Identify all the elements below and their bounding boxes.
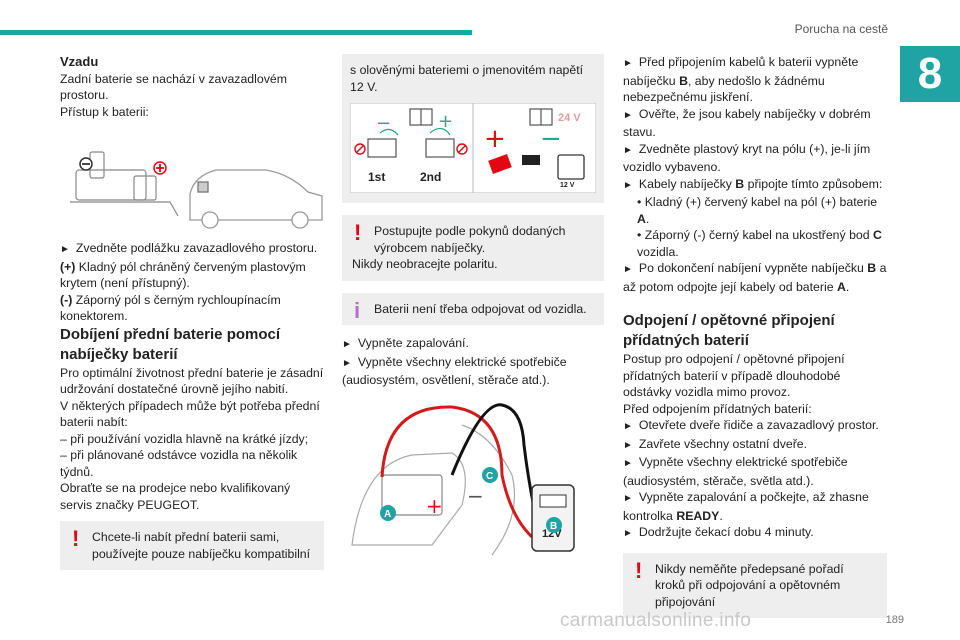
warning-icon: ! bbox=[72, 526, 80, 551]
text-aux-procedure: Postup pro odpojení / opětovné připojení… bbox=[623, 352, 845, 399]
svg-text:C: C bbox=[486, 471, 493, 482]
step-ignition-off: ►Vypněte zapalování. bbox=[342, 336, 469, 350]
no-symbol-icon bbox=[354, 143, 468, 155]
manual-book-icon bbox=[409, 108, 553, 126]
charger-figure-box: s olověnými bateriemi o jmenovitém napět… bbox=[342, 54, 604, 203]
step-switch-off-charger: ►Před připojením kabelů k baterii vypnět… bbox=[623, 55, 859, 104]
marker-a: A bbox=[380, 504, 396, 521]
page-number: 189 bbox=[885, 614, 904, 626]
label-2nd: 2nd bbox=[420, 170, 441, 184]
text-rear-location: Zadní baterie se nachází v zavazadlovém … bbox=[60, 71, 287, 103]
minus-terminal-icon bbox=[79, 157, 93, 171]
minus-green-large-icon: − bbox=[540, 124, 562, 154]
svg-text:B: B bbox=[550, 521, 557, 532]
rear-battery-illustration bbox=[70, 151, 323, 229]
plus-green-icon: + bbox=[438, 111, 453, 132]
engine-bay-charging-illustration: + − 12V A C B bbox=[351, 402, 575, 555]
plus-red-icon: + bbox=[484, 124, 506, 154]
step-close-doors: ►Zavřete všechny ostatní dveře. bbox=[623, 436, 808, 451]
plus-terminal-icon: + bbox=[426, 494, 443, 518]
warning-text-polarity: Nikdy neobracejte polaritu. bbox=[352, 257, 498, 271]
text-12v-lead: s olověnými bateriemi o jmenovitém napět… bbox=[350, 63, 584, 94]
plus-terminal-icon bbox=[153, 161, 167, 175]
text-dealer: Obraťte se na prodejce nebo kvalifikovan… bbox=[60, 481, 291, 512]
battery-sequence-icon bbox=[367, 127, 455, 158]
svg-text:A: A bbox=[384, 509, 391, 520]
warning-icon: ! bbox=[354, 220, 362, 245]
column-2: s olověnými bateriemi o jmenovitém napět… bbox=[342, 54, 604, 565]
info-icon: i bbox=[354, 297, 361, 323]
label-1st: 1st bbox=[368, 170, 385, 184]
text-plus-terminal: (+) Kladný pól chráněný červeným plastov… bbox=[60, 259, 306, 291]
polarity-diagram: − + 1st 2nd 24 V + − 12 V bbox=[350, 103, 596, 193]
warning-box: ! Postupujte podle pokynů dodaných výrob… bbox=[342, 215, 604, 281]
text-charge-1: Pro optimální životnost přední baterie j… bbox=[60, 365, 324, 397]
step-check-cables: ►Ověřte, že jsou kabely nabíječky v dobr… bbox=[623, 106, 871, 140]
minus-terminal-icon: − bbox=[467, 484, 484, 508]
label-24v: 24 V bbox=[558, 112, 581, 124]
red-charger-cable bbox=[380, 404, 543, 546]
text-charge-2: V některých případech může být potřeba p… bbox=[60, 398, 320, 430]
step-lift-cover: ►Zvedněte plastový kryt na pólu (+), je-… bbox=[623, 141, 871, 175]
charger-box-icon bbox=[557, 154, 585, 180]
chapter-tab: 8 bbox=[900, 46, 960, 102]
step-open-doors: ►Otevřete dveře řidiče a zavazadlový pro… bbox=[623, 418, 879, 432]
step-arrow-icon: ► bbox=[342, 339, 352, 350]
text-minus-terminal: (-) Záporný pól s černým rychloupínacím … bbox=[60, 292, 281, 324]
column-3: ►Před připojením kabelů k baterii vypnět… bbox=[623, 54, 887, 626]
list-item-long-storage: – při plánované odstávce vozidla na něko… bbox=[60, 448, 298, 479]
step-ignition-ready: ►Vypněte zapalování a počkejte, až zhasn… bbox=[623, 490, 869, 523]
header-accent-bar bbox=[0, 30, 472, 35]
heading-front-charging: Dobíjení přední baterie pomocí nabíječky… bbox=[60, 325, 281, 363]
column-1: Vzadu Zadní baterie se nachází v zavazad… bbox=[60, 54, 324, 578]
bullet-negative-cable: • Záporný (-) černý kabel na ukostřený b… bbox=[637, 228, 882, 259]
warning-box: ! Chcete-li nabít přední baterii sami, p… bbox=[60, 521, 324, 570]
text-access: Přístup k baterii: bbox=[60, 104, 149, 119]
step-lift-floor: ►Zvedněte podlážku zavazadlového prostor… bbox=[60, 241, 318, 255]
charger-clamp-icon bbox=[488, 154, 540, 174]
warning-icon: ! bbox=[635, 557, 643, 583]
info-box: i Baterii není třeba odpojovat od vozidl… bbox=[342, 292, 604, 325]
step-wait: ►Dodržujte čekací dobu 4 minuty. bbox=[623, 525, 814, 539]
step-arrow-icon: ► bbox=[60, 244, 70, 255]
bullet-positive-cable: • Kladný (+) červený kabel na pól (+) ba… bbox=[637, 195, 878, 226]
page-header-title: Porucha na cestě bbox=[794, 22, 888, 36]
label-12v-charger: 12 V bbox=[560, 182, 575, 189]
engine-bay-drawing bbox=[351, 423, 515, 555]
warning-box: ! Nikdy neměňte předepsané pořadí kroků … bbox=[623, 552, 887, 618]
heading-aux-batteries: Odpojení / opětovné připojení přídatných… bbox=[623, 312, 835, 349]
list-item-short-trips: – při používání vozidla hlavně na krátké… bbox=[60, 431, 309, 446]
marker-b: B bbox=[546, 516, 562, 533]
minus-green-icon: − bbox=[376, 113, 391, 134]
step-consumers-off: ►Vypněte všechny elektrické spotřebiče (… bbox=[342, 354, 567, 388]
step-connect-cables: ►Kabely nabíječky B připojte tímto způso… bbox=[623, 176, 883, 191]
step-after-charging: ►Po dokončení nabíjení vypněte nabíječku… bbox=[623, 261, 887, 294]
step-consumers-off: ►Vypněte všechny elektrické spotřebiče (… bbox=[623, 455, 848, 488]
heading-rear: Vzadu bbox=[60, 54, 99, 69]
step-arrow-icon: ► bbox=[342, 357, 352, 369]
watermark-text: carmanualsonline.info bbox=[560, 610, 752, 631]
marker-c: C bbox=[482, 466, 498, 483]
text-before-disconnect: Před odpojením přídatných baterií: bbox=[623, 401, 812, 416]
vehicle-outline-drawing bbox=[189, 169, 323, 229]
